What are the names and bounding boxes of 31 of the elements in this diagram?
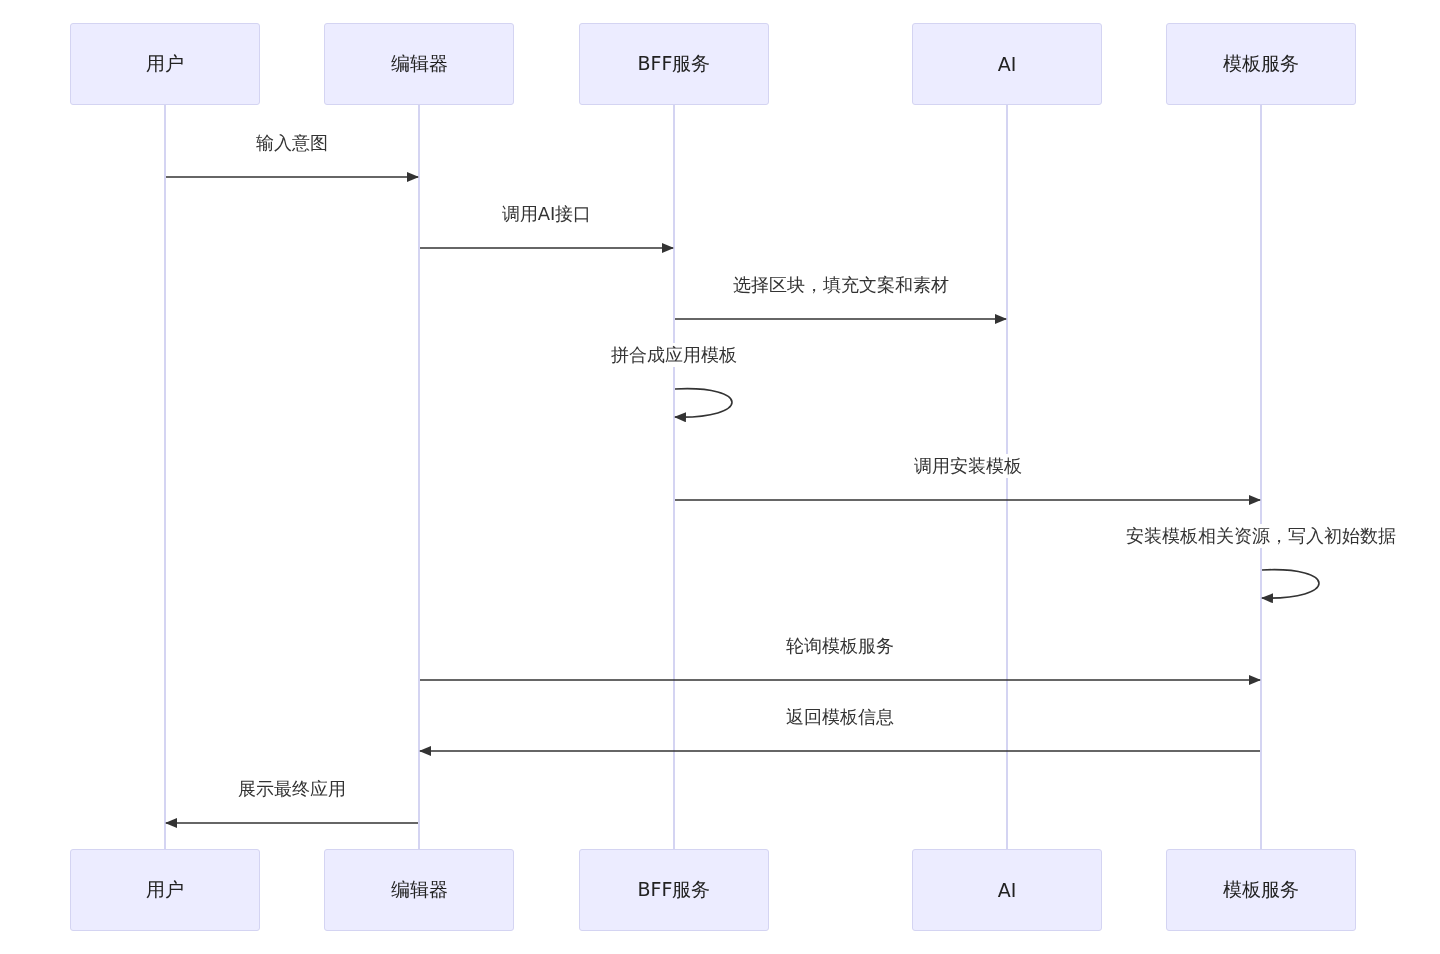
participant-box: BFF服务 [579,849,769,931]
participant-box: 用户 [70,23,260,105]
message-arrow [419,746,1261,756]
message-label: 输入意图 [254,131,330,155]
participant-box: 模板服务 [1166,23,1356,105]
message-label: 调用安装模板 [911,454,1024,478]
participant-box: AI [912,23,1102,105]
participant-box: AI [912,849,1102,931]
message-label: 轮询模板服务 [784,634,896,658]
lifeline [673,105,675,849]
message-arrow [165,172,419,182]
participant-box: 编辑器 [324,23,514,105]
message-arrow [674,314,1007,324]
lifeline [1260,105,1262,849]
message-label: 返回模板信息 [784,705,896,729]
participant-box: 用户 [70,849,260,931]
message-label: 安装模板相关资源，写入初始数据 [1124,524,1398,548]
lifeline [418,105,420,849]
lifeline [164,105,166,849]
participant-box: BFF服务 [579,23,769,105]
lifeline [1006,105,1008,849]
participant-box: 模板服务 [1166,849,1356,931]
message-arrow [674,495,1261,505]
message-arrow [419,243,674,253]
self-message-arrow [674,387,733,422]
participant-box: 编辑器 [324,849,514,931]
message-label: 拼合成应用模板 [609,343,739,367]
message-arrow [165,818,419,828]
message-label: 选择区块，填充文案和素材 [730,273,951,297]
self-message-arrow [1261,568,1320,603]
message-arrow [419,675,1261,685]
